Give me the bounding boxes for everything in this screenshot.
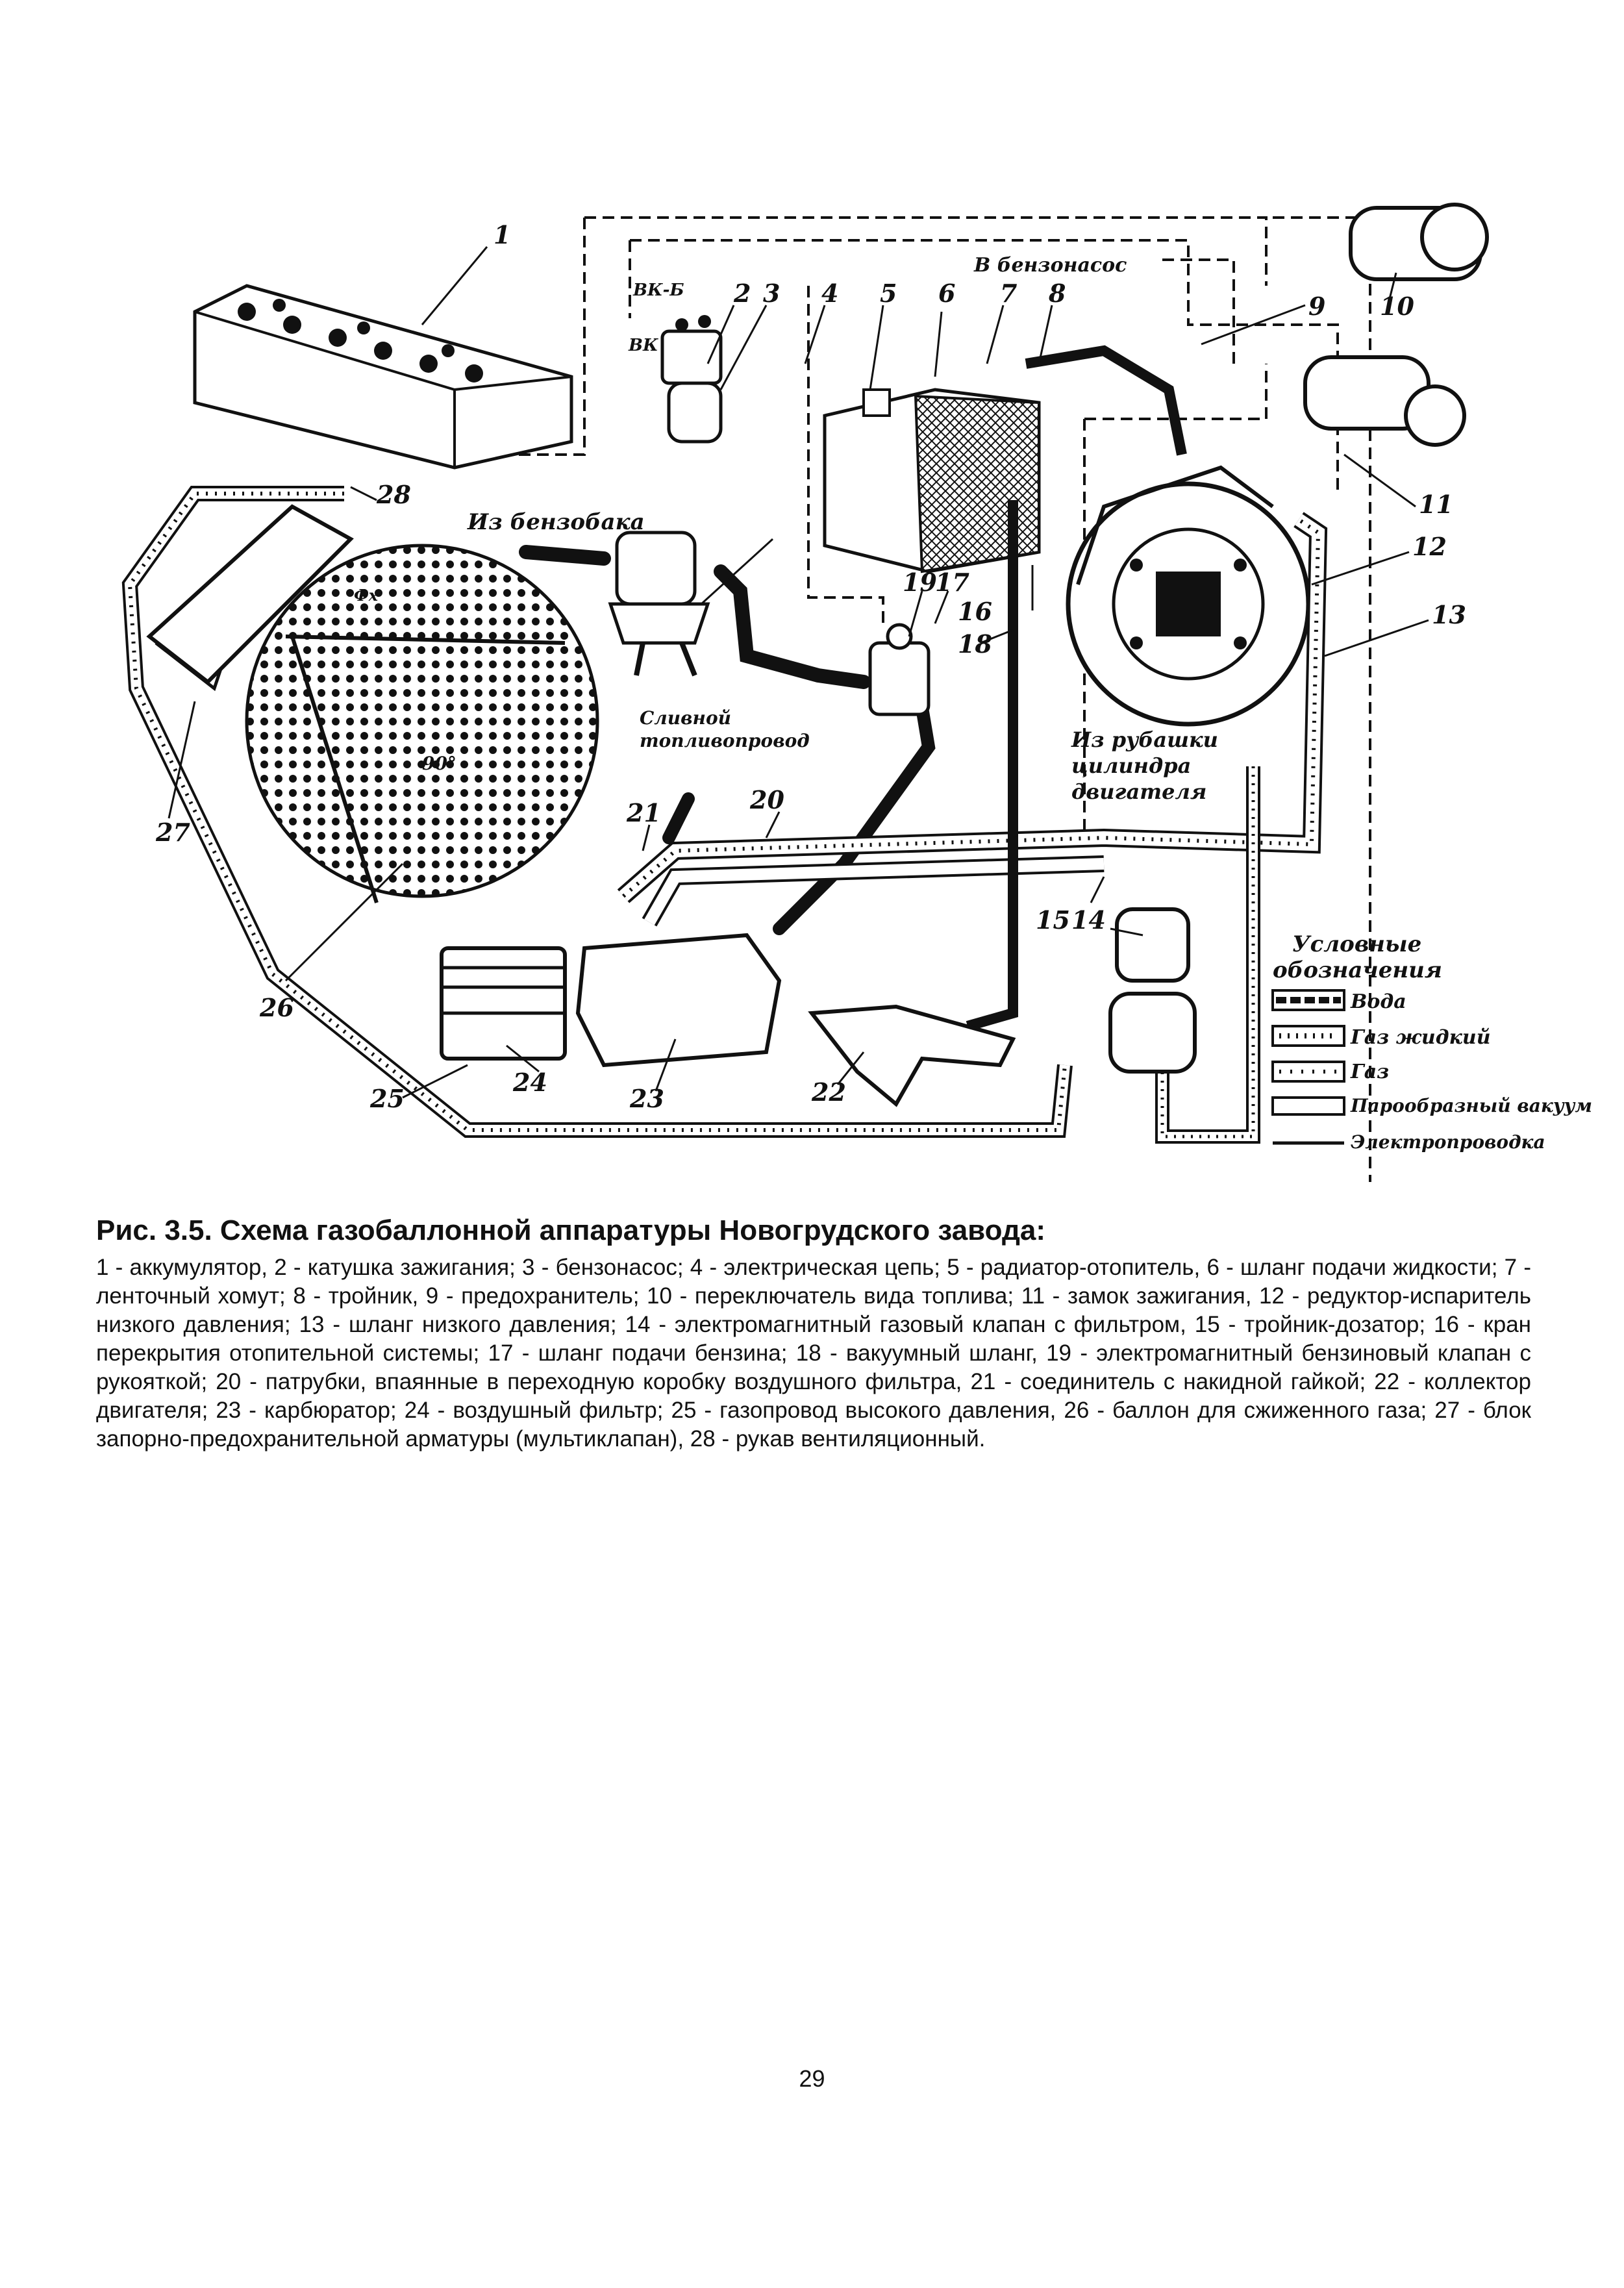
to-pump-note: В бензонасос: [973, 254, 1127, 277]
drain-line-note-1: Сливной: [640, 707, 731, 729]
legend-label-liquid-gas: Газ жидкий: [1350, 1026, 1491, 1049]
legend-swatch-vapour-vacuum: [1271, 1096, 1345, 1116]
reducer-evaporator-illustration: [1066, 465, 1311, 727]
legend-label-gas: Газ: [1350, 1061, 1389, 1083]
label-8: 8: [1048, 279, 1066, 308]
label-25: 25: [369, 1084, 405, 1113]
label-10: 10: [1380, 292, 1414, 321]
fuel-switch-illustration: [1349, 203, 1489, 281]
legend-title-1: Условные: [1292, 931, 1421, 957]
label-20: 20: [749, 785, 784, 814]
ignition-coil-illustration: [660, 315, 723, 444]
legend-title-2: обозначения: [1273, 957, 1442, 983]
label-11: 11: [1419, 490, 1453, 519]
gas-valve-filter-illustration: [1108, 907, 1197, 1074]
engine-jacket-note-2: цилиндра: [1071, 753, 1191, 778]
heater-radiator-illustration: [823, 388, 1041, 573]
label-3: 3: [763, 279, 780, 308]
figure-caption: Рис. 3.5. Схема газобаллонной аппаратуры…: [96, 1214, 1531, 1453]
page-number: 29: [799, 2065, 825, 2092]
leader-lines: [168, 246, 1429, 1099]
fuel-pump-illustration: [608, 531, 710, 677]
manifold-illustration: [808, 1004, 1016, 1107]
label-14: 14: [1071, 905, 1106, 935]
label-28: 28: [376, 480, 411, 509]
part-numbers: 1 2 3 4 5 6 7 8 9 10 11 12 13 14 15 16 1…: [155, 220, 1466, 1113]
engine-jacket-note-3: двигателя: [1071, 779, 1206, 804]
drain-line-note-2: топливопровод: [640, 730, 810, 751]
engine-jacket-note-1: Из рубашки: [1071, 727, 1218, 752]
label-16: 16: [958, 597, 992, 626]
caption-title: Рис. 3.5. Схема газобаллонной аппаратуры…: [96, 1214, 1045, 1246]
vk-b-note: ВК-Б: [632, 281, 684, 300]
label-18: 18: [958, 629, 992, 659]
legend-label-wiring: Электропроводка: [1351, 1131, 1545, 1153]
label-1: 1: [493, 220, 510, 249]
label-19: 19: [903, 568, 937, 597]
water-hoses: [966, 345, 1187, 1031]
schematic-diagram: 1 2 3 4 5 6 7 8 9 10 11 12 13 14 15 16 1…: [121, 203, 1592, 1182]
label-13: 13: [1432, 600, 1466, 629]
legend-label-vapour-vacuum: Парообразный вакуум: [1350, 1095, 1592, 1116]
annotations: В бензонасос ВК-Б ВК Из бензобака Сливно…: [354, 254, 1218, 804]
label-22: 22: [811, 1077, 846, 1107]
label-7: 7: [1000, 279, 1017, 308]
legend-swatch-gas: [1271, 1061, 1345, 1083]
label-6: 6: [938, 279, 955, 308]
legend-swatch-liquid-gas: [1271, 1025, 1345, 1047]
label-2: 2: [733, 279, 751, 308]
gas-lines: [121, 486, 1328, 1144]
label-17: 17: [935, 568, 969, 597]
from-tank-note: Из бензобака: [467, 509, 645, 535]
battery-illustration: [193, 284, 573, 470]
label-5: 5: [880, 279, 897, 308]
angle-note: 90°: [422, 753, 456, 774]
label-21: 21: [626, 798, 661, 827]
label-27: 27: [155, 818, 190, 847]
legend: Условные обозначения Вода Газ жидкий Газ…: [1271, 931, 1592, 1153]
dimension-note: Фх: [354, 586, 379, 605]
label-23: 23: [629, 1084, 664, 1113]
air-filter-illustration: [440, 946, 567, 1061]
fuel-lines: [519, 545, 936, 935]
petrol-valve-illustration: [868, 623, 931, 716]
multivalve-block-illustration: [146, 504, 354, 692]
label-9: 9: [1308, 292, 1325, 321]
label-12: 12: [1412, 532, 1447, 561]
carburetor-illustration: [575, 933, 782, 1068]
label-26: 26: [259, 993, 294, 1022]
label-24: 24: [512, 1068, 547, 1097]
vk-note: ВК: [628, 336, 658, 355]
caption-text: 1 - аккумулятор, 2 - катушка зажигания; …: [96, 1255, 1531, 1452]
label-4: 4: [821, 279, 838, 308]
ignition-lock-illustration: [1303, 355, 1466, 447]
gas-cylinder-illustration: [245, 544, 599, 903]
legend-label-water: Вода: [1350, 990, 1406, 1013]
label-15: 15: [1036, 905, 1070, 935]
